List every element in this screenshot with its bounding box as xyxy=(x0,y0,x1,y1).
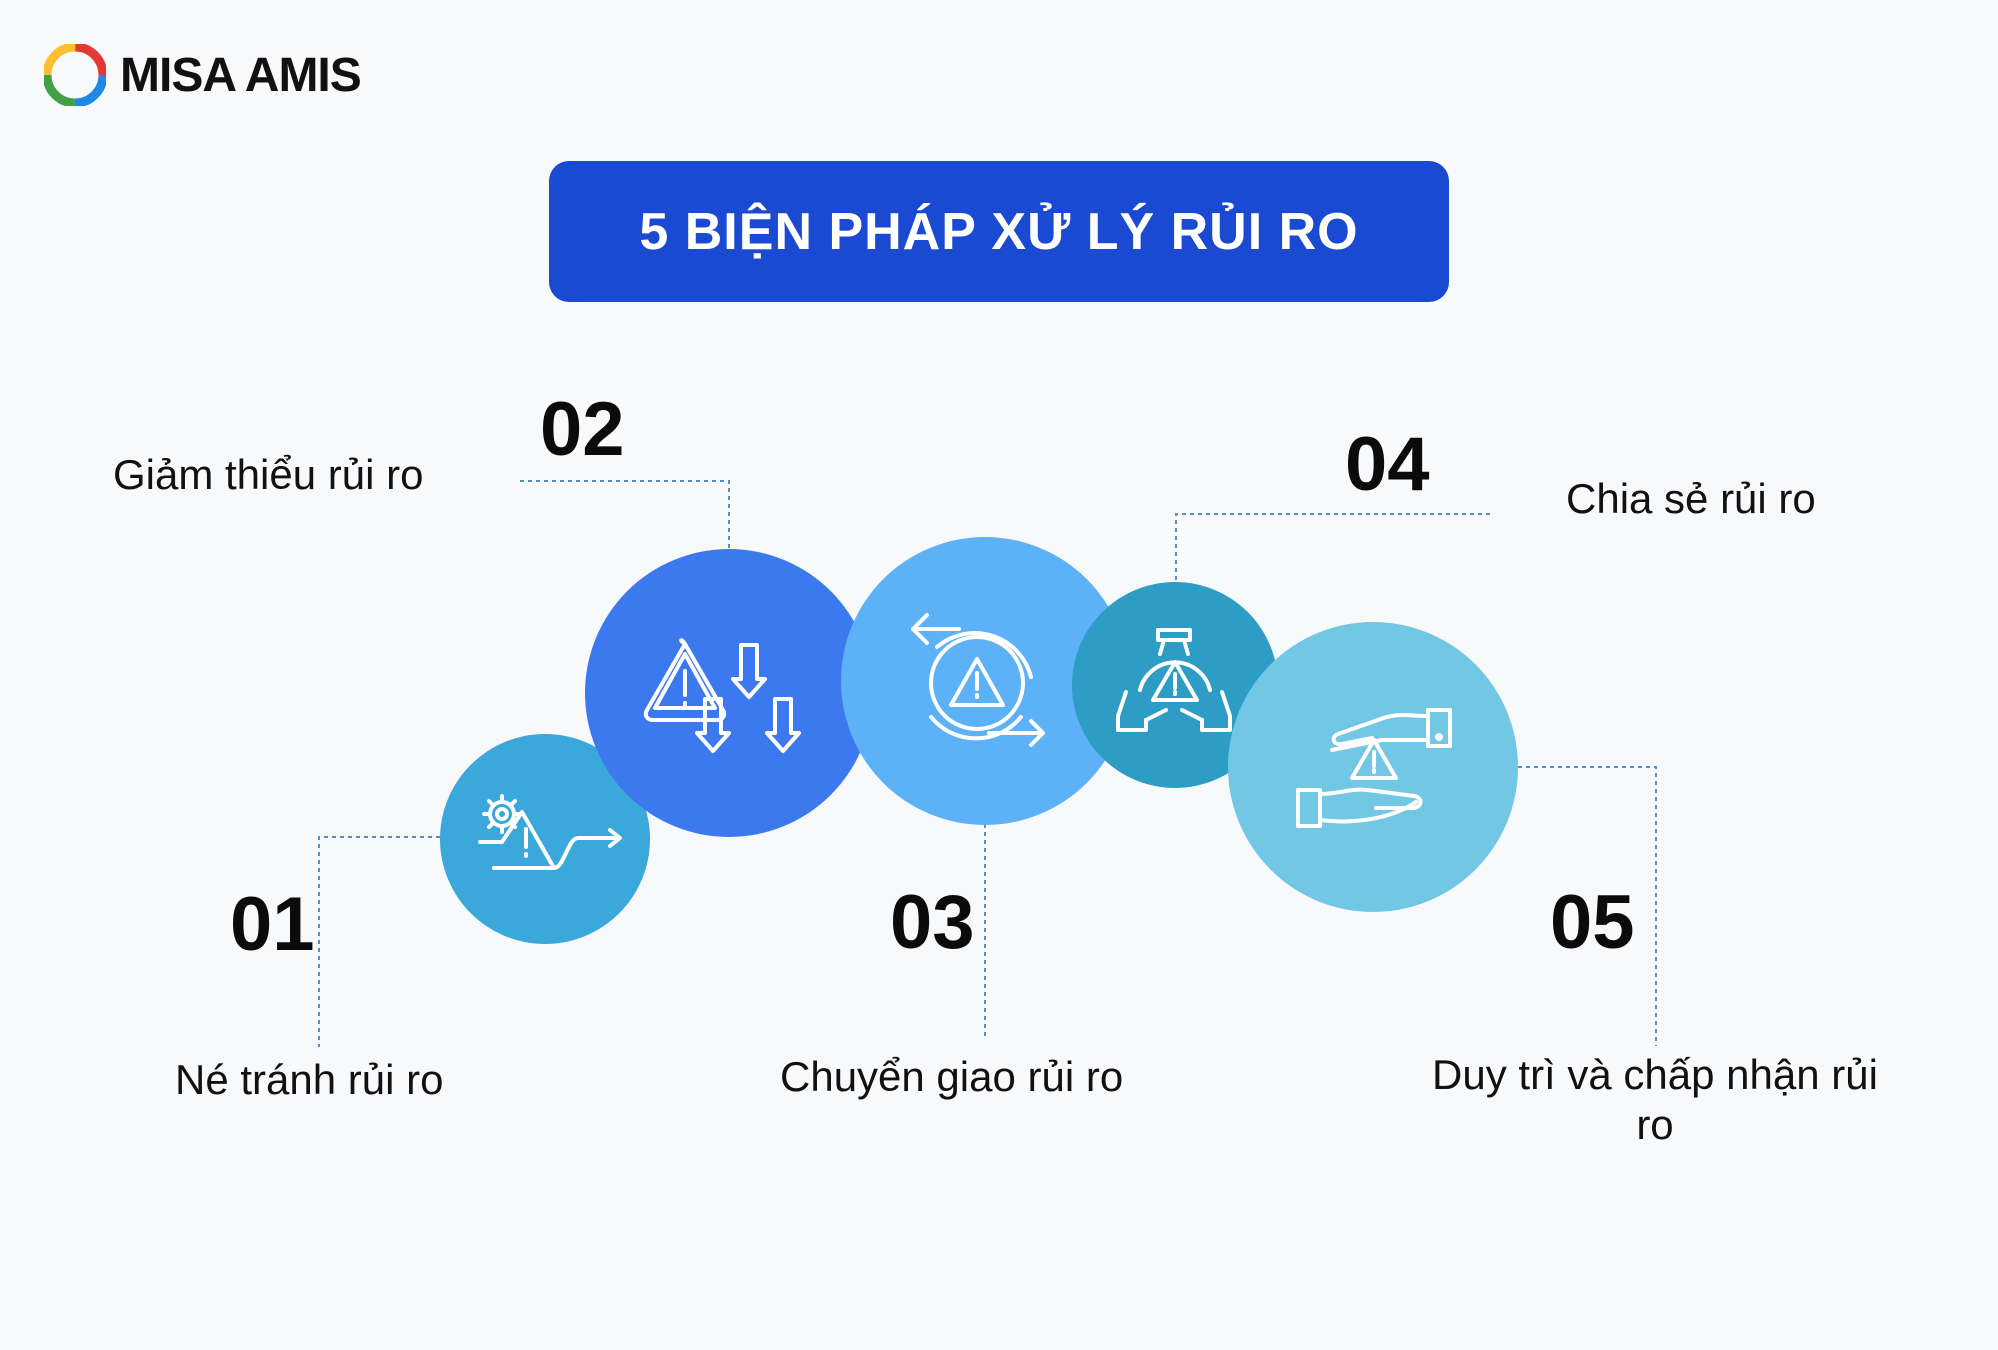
gear-warning-arrow-icon xyxy=(478,794,622,870)
connector-02 xyxy=(520,480,730,550)
step-05-circle xyxy=(1228,622,1518,912)
hands-sharing-warning-icon xyxy=(1116,628,1232,732)
step-01-label: Né tránh rủi ro xyxy=(175,1056,444,1103)
step-02-number: 02 xyxy=(540,387,625,472)
misa-logo-icon xyxy=(44,44,106,106)
title-banner: 5 BIỆN PHÁP XỬ LÝ RỦI RO xyxy=(549,161,1449,302)
step-02-circle xyxy=(585,549,873,837)
step-05-label: Duy trì và chấp nhận rủi ro xyxy=(1432,1051,1878,1149)
step-02-label: Giảm thiểu rủi ro xyxy=(113,451,424,498)
hands-accepting-warning-icon xyxy=(1296,708,1452,828)
connector-01 xyxy=(318,836,440,1047)
step-04-label: Chia sẻ rủi ro xyxy=(1566,475,1816,522)
step-01-number: 01 xyxy=(230,882,315,967)
brand-logo: MISA AMIS xyxy=(44,40,362,110)
step-04-number: 04 xyxy=(1345,422,1430,507)
step-03-label: Chuyển giao rủi ro xyxy=(780,1053,1124,1100)
warning-down-arrows-icon xyxy=(643,638,801,753)
warning-cycle-arrows-icon xyxy=(911,613,1045,747)
page-title: 5 BIỆN PHÁP XỬ LÝ RỦI RO xyxy=(639,202,1359,261)
connector-04 xyxy=(1175,513,1490,582)
connector-05 xyxy=(1518,766,1657,1046)
step-05-number: 05 xyxy=(1550,880,1635,965)
step-03-number: 03 xyxy=(890,880,975,965)
brand-name: MISA AMIS xyxy=(120,48,362,102)
